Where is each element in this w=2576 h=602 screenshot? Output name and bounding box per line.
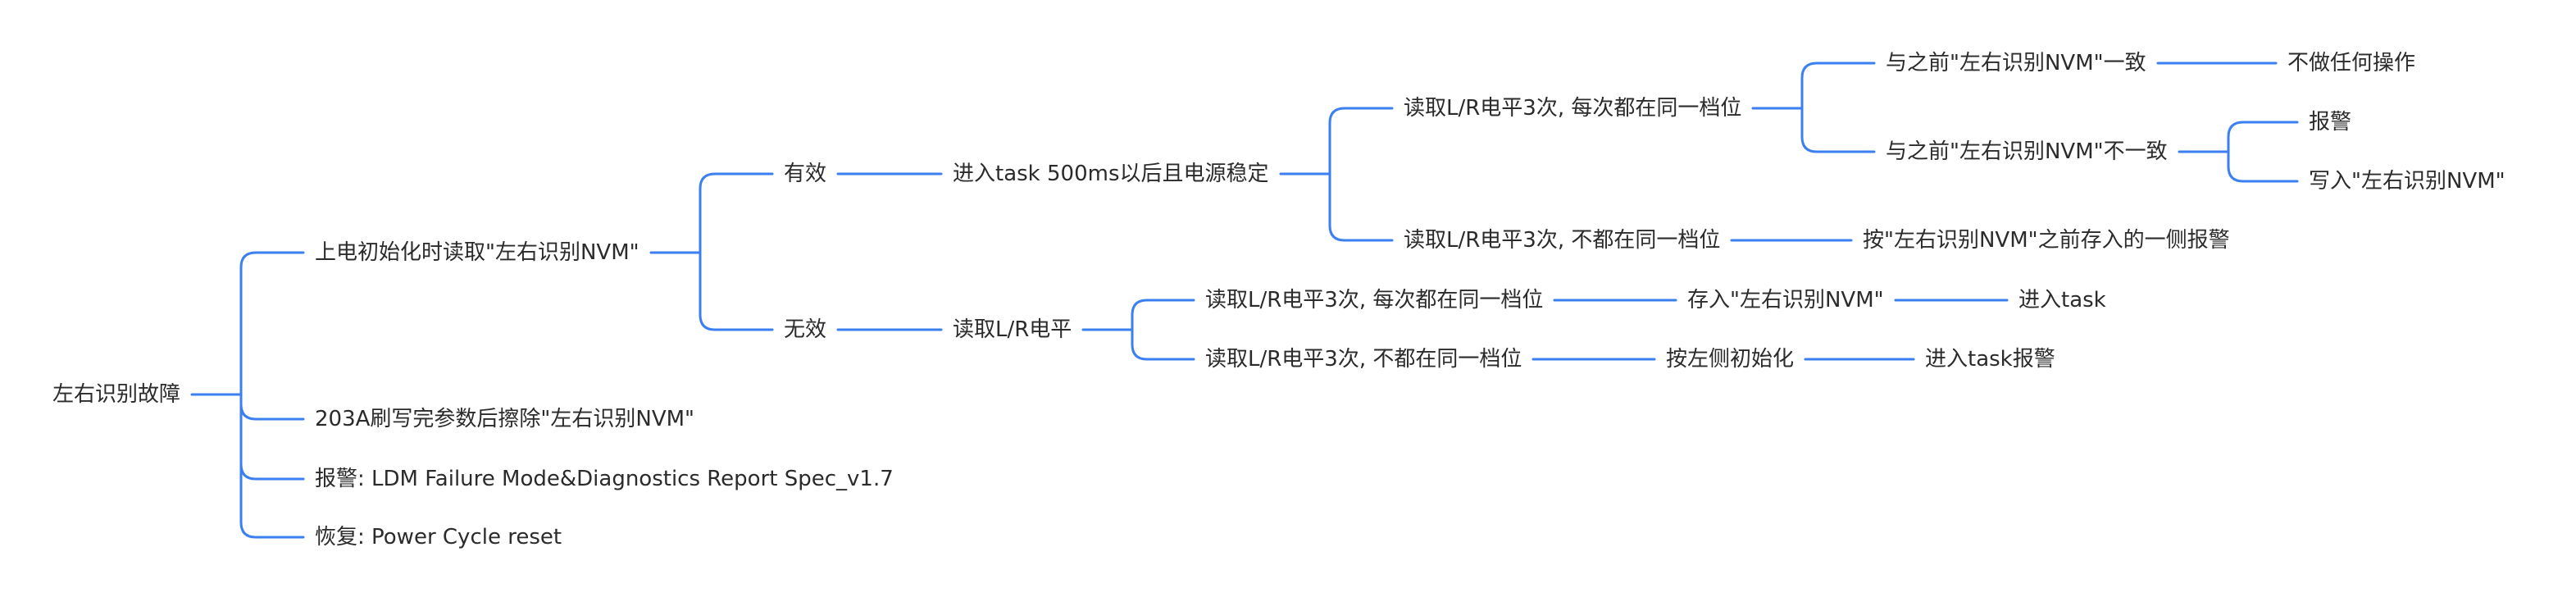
mindmap-node-no-operation[interactable]: 不做任何操作: [2287, 51, 2416, 75]
connector-n1a1a-n1a1a2: [1800, 107, 1876, 153]
mindmap-root-node[interactable]: 左右识别故障: [52, 382, 181, 407]
mindmap-node-enter-task-alarm[interactable]: 进入task报警: [1925, 347, 2055, 372]
mindmap-node-read-lr-level[interactable]: 读取L/R电平: [953, 317, 1072, 342]
mindmap-node-differs-previous-nvm[interactable]: 与之前"左右识别NVM"不一致: [1886, 139, 2168, 164]
mindmap-node-recovery[interactable]: 恢复: Power Cycle reset: [315, 525, 562, 550]
mindmap-node-alarm[interactable]: 报警: [2309, 110, 2352, 135]
mindmap-node-invalid-read-lr-not-same-level[interactable]: 读取L/R电平3次, 不都在同一档位: [1205, 347, 1522, 372]
mindmap-node-read-lr-same-level[interactable]: 读取L/R电平3次, 每次都在同一档位: [1404, 96, 1742, 121]
mindmap-node-valid[interactable]: 有效: [784, 162, 827, 186]
connector-root-n1: [239, 251, 305, 396]
mindmap-node-invalid[interactable]: 无效: [784, 317, 827, 342]
mindmap-node-init-left-side[interactable]: 按左侧初始化: [1666, 347, 1795, 372]
connector-n1b1-n1b1a: [1131, 299, 1195, 331]
connector-n1a1a2-n1a1a2x: [2227, 121, 2299, 153]
mindmap-node-store-nvm[interactable]: 存入"左右识别NVM": [1687, 288, 1884, 312]
mindmap-node-power-on-read-nvm[interactable]: 上电初始化时读取"左右识别NVM": [315, 240, 639, 265]
connector-n1a1a2-n1a1a2y: [2227, 150, 2299, 183]
mindmap-node-enter-task-500ms[interactable]: 进入task 500ms以后且电源稳定: [953, 162, 1269, 186]
mindmap-node-alarm-spec[interactable]: 报警: LDM Failure Mode&Diagnostics Report …: [315, 467, 894, 491]
mindmap-node-invalid-read-lr-same-level[interactable]: 读取L/R电平3次, 每次都在同一档位: [1205, 288, 1544, 312]
connector-n1-n1b: [699, 251, 774, 331]
mindmap-node-enter-task[interactable]: 进入task: [2018, 288, 2106, 312]
connector-n1-n1a: [699, 172, 774, 254]
connector-n1b1-n1b1b: [1131, 328, 1195, 361]
connector-root-n3: [239, 393, 305, 481]
mindmap-node-read-lr-not-same-level[interactable]: 读取L/R电平3次, 不都在同一档位: [1404, 228, 1721, 253]
connector-root-n2: [239, 393, 305, 421]
mindmap-node-alarm-stored-side[interactable]: 按"左右识别NVM"之前存入的一侧报警: [1863, 228, 2230, 253]
mindmap-node-matches-previous-nvm[interactable]: 与之前"左右识别NVM"一致: [1886, 51, 2146, 75]
mindmap-node-write-nvm[interactable]: 写入"左右识别NVM": [2309, 169, 2505, 194]
connector-n1a1-n1a1a: [1328, 107, 1394, 176]
mindmap-node-erase-nvm-after-flash[interactable]: 203A刷写完参数后擦除"左右识别NVM": [315, 407, 694, 431]
connector-root-n4: [239, 393, 305, 539]
connector-n1a1-n1a1b: [1328, 172, 1394, 242]
connector-n1a1a-n1a1a1: [1800, 62, 1876, 110]
